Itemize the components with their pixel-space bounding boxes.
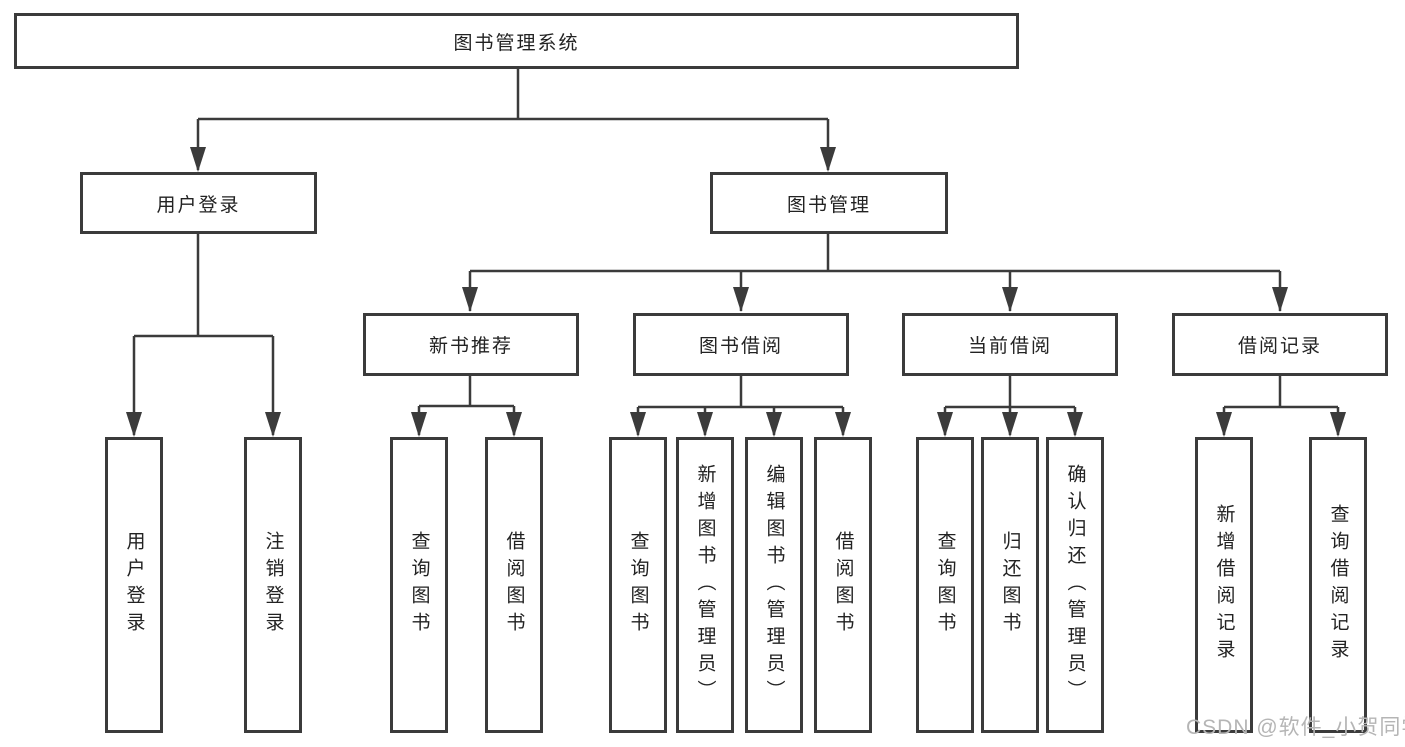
leaf-borrow-books: 借阅图书 xyxy=(814,437,872,733)
leaf-user-login: 用户登录 xyxy=(105,437,163,733)
leaf-query-books-borrow: 查询图书 xyxy=(609,437,667,733)
leaf-query-books-current: 查询图书 xyxy=(916,437,974,733)
node-current-borrowing: 当前借阅 xyxy=(902,313,1118,376)
leaf-add-borrow-record: 新增借阅记录 xyxy=(1195,437,1253,733)
leaf-confirm-return-admin: 确认归还（管理员） xyxy=(1046,437,1104,733)
node-borrow-records: 借阅记录 xyxy=(1172,313,1388,376)
leaf-borrow-books-recommend: 借阅图书 xyxy=(485,437,543,733)
node-user-login: 用户登录 xyxy=(80,172,317,234)
leaf-query-books-recommend: 查询图书 xyxy=(390,437,448,733)
leaf-return-book: 归还图书 xyxy=(981,437,1039,733)
watermark: CSDN @软件_小贺同学 xyxy=(1186,716,1405,739)
node-root-system: 图书管理系统 xyxy=(14,13,1019,69)
node-book-management: 图书管理 xyxy=(710,172,948,234)
leaf-add-book-admin: 新增图书（管理员） xyxy=(676,437,734,733)
leaf-query-borrow-record: 查询借阅记录 xyxy=(1309,437,1367,733)
leaf-logout: 注销登录 xyxy=(244,437,302,733)
node-book-borrowing: 图书借阅 xyxy=(633,313,849,376)
node-new-book-recommend: 新书推荐 xyxy=(363,313,579,376)
leaf-edit-book-admin: 编辑图书（管理员） xyxy=(745,437,803,733)
